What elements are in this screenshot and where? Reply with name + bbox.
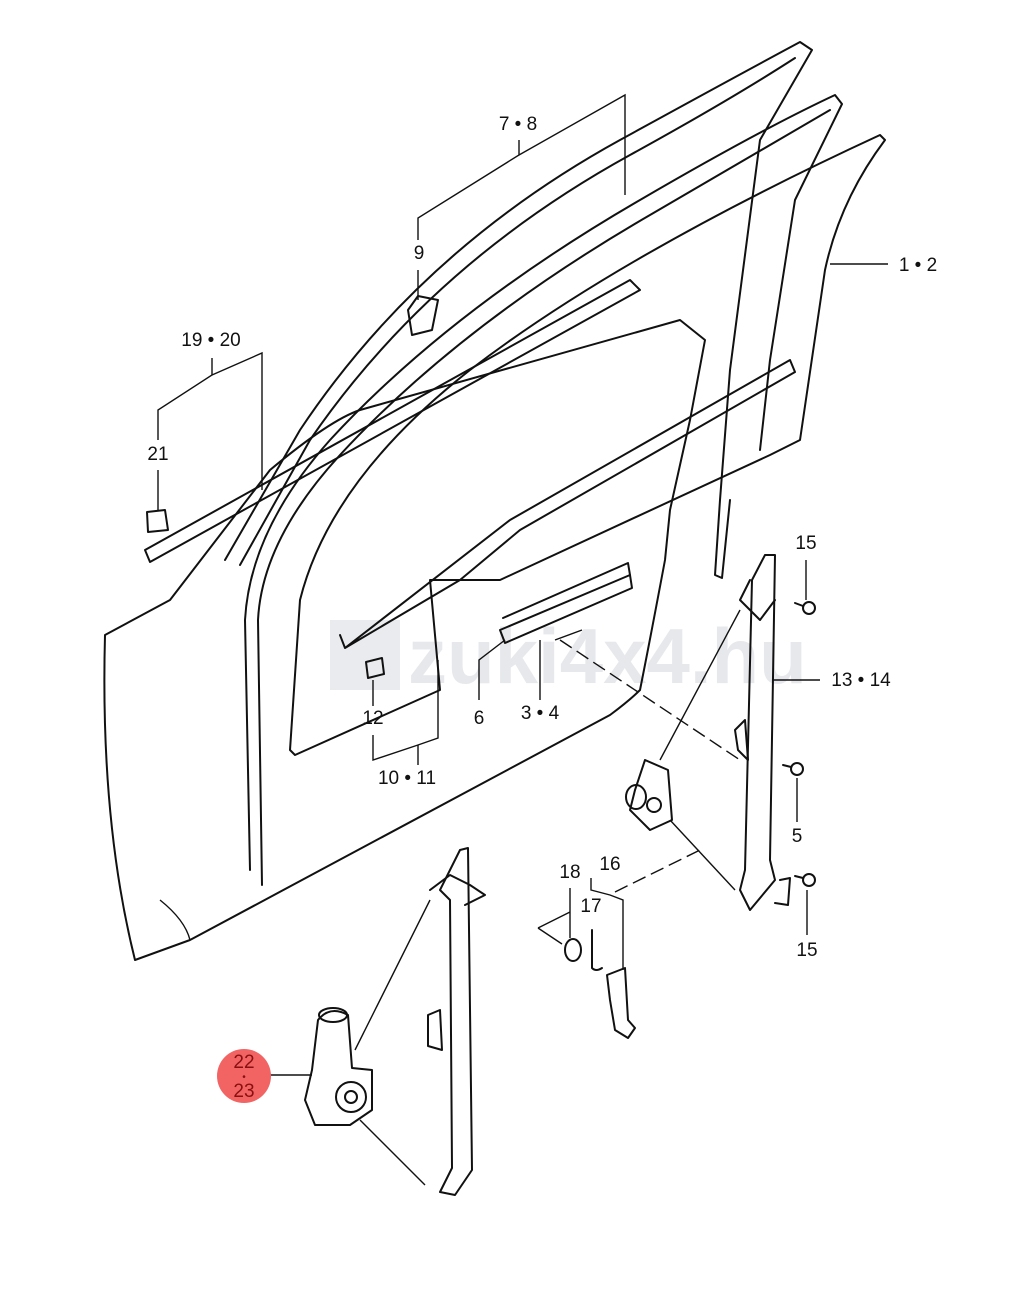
callout-10-11: 10 • 11	[378, 768, 436, 789]
callout-3-4: 3 • 4	[521, 703, 560, 724]
callout-18: 18	[559, 862, 580, 883]
callout-16: 16	[599, 854, 620, 875]
callout-22: 22	[233, 1052, 254, 1073]
callout-15-bottom: 15	[796, 940, 817, 961]
callout-13-14: 13 • 14	[831, 670, 891, 691]
part-21-clip	[146, 509, 169, 533]
callout-dot: •	[242, 1072, 246, 1083]
callout-17: 17	[580, 896, 601, 917]
part-9-clip	[407, 295, 439, 336]
callout-12: 12	[362, 708, 383, 729]
bolt-15-top	[794, 601, 816, 615]
callout-15-top: 15	[795, 533, 816, 554]
bolt-5	[782, 762, 804, 776]
part-18-washer	[564, 938, 582, 962]
callout-9: 9	[414, 243, 425, 264]
watermark: zuki4x4.hu	[330, 612, 807, 700]
svg-text:zuki4x4.hu: zuki4x4.hu	[408, 612, 807, 700]
part-12-clip	[365, 657, 385, 679]
part-16-handle	[606, 967, 636, 1039]
callout-23: 23	[233, 1081, 254, 1102]
lower-window-regulator	[304, 847, 486, 1196]
callout-6: 6	[474, 708, 485, 729]
callout-1-2: 1 • 2	[899, 255, 937, 276]
callout-22-23-highlighted[interactable]: 22 • 23	[217, 1049, 312, 1103]
part-17-clip	[591, 929, 603, 971]
callout-19-20: 19 • 20	[181, 330, 240, 351]
upper-window-regulator	[625, 554, 791, 911]
leader-lines	[157, 93, 888, 970]
callout-21: 21	[147, 444, 168, 465]
callout-5: 5	[792, 826, 803, 847]
callout-7-8: 7 • 8	[499, 114, 537, 135]
part-3-4-channel	[499, 562, 633, 644]
bolt-15-bottom	[794, 873, 816, 887]
door-panel	[103, 279, 796, 961]
door-glass-frames	[224, 41, 886, 886]
